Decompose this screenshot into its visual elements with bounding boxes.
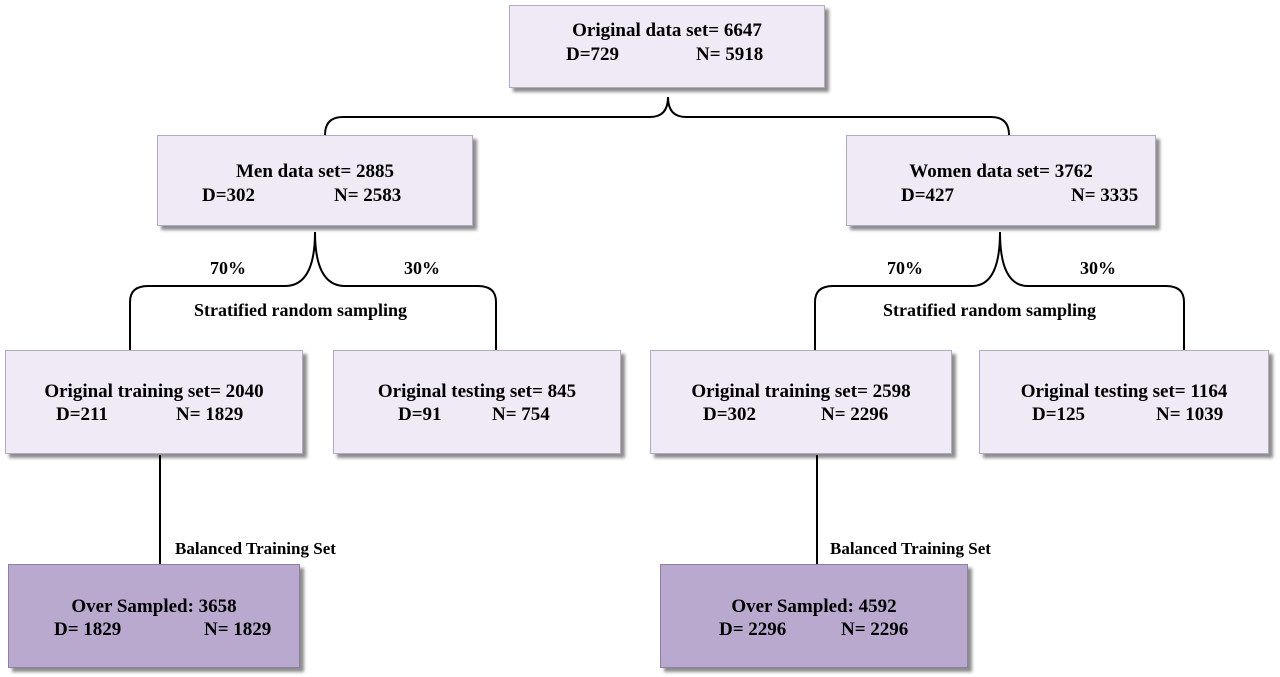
box-title: Women data set= 3762 xyxy=(909,161,1093,182)
box-n-value: N= 3335 xyxy=(1071,185,1139,206)
women-test-percent: 30% xyxy=(1080,258,1116,278)
box-d-value: D=427 xyxy=(901,185,955,206)
women-over-sampled-box: Over Sampled: 4592 D= 2296 N= 2296 xyxy=(660,564,968,668)
box-title: Original testing set= 1164 xyxy=(1020,381,1228,402)
men-testing-set-box: Original testing set= 845 D=91 N= 754 xyxy=(333,350,621,454)
box-title: Original training set= 2040 xyxy=(44,381,264,402)
men-training-set-box: Original training set= 2040 D=211 N= 182… xyxy=(5,350,303,454)
women-split-brace xyxy=(814,231,1185,350)
box-d-value: D= 1829 xyxy=(54,619,122,640)
box-n-value: N= 2296 xyxy=(841,619,909,640)
box-title: Original training set= 2598 xyxy=(691,381,911,402)
box-title: Over Sampled: 4592 xyxy=(731,596,897,617)
men-split-brace xyxy=(129,231,497,350)
box-d-value: D=302 xyxy=(202,185,256,206)
men-train-percent: 70% xyxy=(210,258,246,278)
box-d-value: D=211 xyxy=(56,404,108,425)
box-n-value: N= 754 xyxy=(492,404,550,425)
women-training-set-box: Original training set= 2598 D=302 N= 229… xyxy=(650,350,952,454)
box-d-value: D=125 xyxy=(1032,404,1086,425)
women-data-set-box: Women data set= 3762 D=427 N= 3335 xyxy=(846,135,1156,226)
box-n-value: N= 2583 xyxy=(334,185,402,206)
men-sampling-label: Stratified random sampling xyxy=(194,300,408,320)
women-train-percent: 70% xyxy=(887,258,923,278)
men-test-percent: 30% xyxy=(404,258,440,278)
root-brace xyxy=(324,96,1010,136)
men-data-set-box: Men data set= 2885 D=302 N= 2583 xyxy=(157,135,473,226)
box-title: Over Sampled: 3658 xyxy=(71,596,237,617)
box-title: Original data set= 6647 xyxy=(572,20,762,41)
box-d-value: D=729 xyxy=(566,44,620,65)
box-d-value: D=302 xyxy=(703,404,757,425)
men-over-sampled-box: Over Sampled: 3658 D= 1829 N= 1829 xyxy=(8,564,300,668)
women-balanced-label: Balanced Training Set xyxy=(830,539,991,558)
box-d-value: D=91 xyxy=(398,404,442,425)
box-n-value: N= 1039 xyxy=(1156,404,1224,425)
women-sampling-label: Stratified random sampling xyxy=(883,300,1097,320)
men-balanced-label: Balanced Training Set xyxy=(175,539,336,558)
women-testing-set-box: Original testing set= 1164 D=125 N= 1039 xyxy=(979,350,1269,454)
box-n-value: N= 1829 xyxy=(176,404,244,425)
box-title: Men data set= 2885 xyxy=(235,161,395,182)
box-n-value: N= 2296 xyxy=(821,404,889,425)
box-n-value: N= 5918 xyxy=(696,44,764,65)
box-d-value: D= 2296 xyxy=(719,619,787,640)
original-data-set-box: Original data set= 6647 D=729 N= 5918 xyxy=(509,5,825,88)
box-n-value: N= 1829 xyxy=(204,619,272,640)
box-title: Original testing set= 845 xyxy=(377,381,577,402)
